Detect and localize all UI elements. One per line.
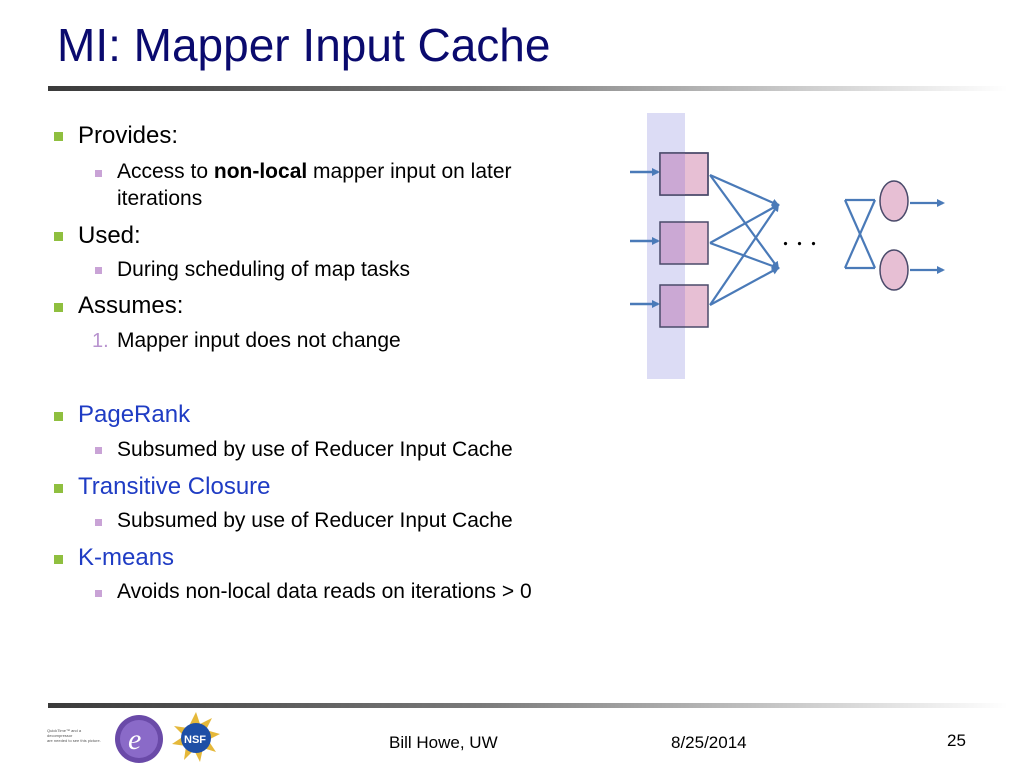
sub-bullet-access: Access to non-local mapper input on late… [117, 160, 512, 183]
bullet-marker [54, 232, 63, 241]
sub-bullet-scheduling: During scheduling of map tasks [117, 258, 410, 281]
title-divider [48, 86, 1008, 91]
mapper-box [659, 284, 709, 328]
footer-author: Bill Howe, UW [389, 733, 498, 752]
bullet-marker [54, 555, 63, 564]
sub-bullet-marker [95, 590, 102, 597]
reducer-node [879, 180, 909, 222]
footer-divider [48, 703, 1008, 708]
bullet-kmeans: K-means [78, 544, 175, 571]
mapper-box [659, 152, 709, 196]
sub-bullet-marker [95, 519, 102, 526]
escience-logo-icon: e [115, 715, 163, 763]
bullet-used: Used: [78, 222, 141, 249]
nsf-logo-icon: NSF [172, 712, 220, 762]
bullet-transitive-closure: Transitive Closure [78, 473, 271, 500]
sub-bullet-transitive: Subsumed by use of Reducer Input Cache [117, 509, 513, 532]
reducer-lines [843, 198, 877, 270]
sub-bullet-marker [95, 447, 102, 454]
bullet-marker [54, 132, 63, 141]
sub-bullet-marker [95, 170, 102, 177]
bullet-pagerank: PageRank [78, 401, 191, 428]
slide-title: MI: Mapper Input Cache [57, 19, 551, 71]
sub-bullet-no-change: Mapper input does not change [117, 329, 401, 352]
numbered-marker: 1. [92, 330, 109, 352]
sub-bullet-marker [95, 267, 102, 274]
svg-text:NSF: NSF [184, 734, 206, 746]
reducer-node [879, 249, 909, 291]
ellipsis: . . . [782, 221, 817, 252]
bullet-provides: Provides: [78, 122, 179, 149]
footer-date: 8/25/2014 [671, 733, 747, 752]
slide-number: 25 [947, 731, 966, 750]
sub-bullet-access-wrap: iterations [117, 187, 203, 210]
mapper-box [659, 221, 709, 265]
bullet-marker [54, 412, 63, 421]
sub-bullet-pagerank: Subsumed by use of Reducer Input Cache [117, 438, 513, 461]
bullet-assumes: Assumes: [78, 292, 184, 319]
svg-text:e: e [128, 723, 141, 756]
bullet-marker [54, 303, 63, 312]
mapreduce-diagram: . . . [630, 113, 945, 379]
quicktime-placeholder: QuickTime™ and a decompressor are needed… [47, 728, 101, 743]
shuffle-arrows [709, 173, 780, 306]
sub-bullet-kmeans: Avoids non-local data reads on iteration… [117, 580, 532, 603]
bullet-marker [54, 484, 63, 493]
